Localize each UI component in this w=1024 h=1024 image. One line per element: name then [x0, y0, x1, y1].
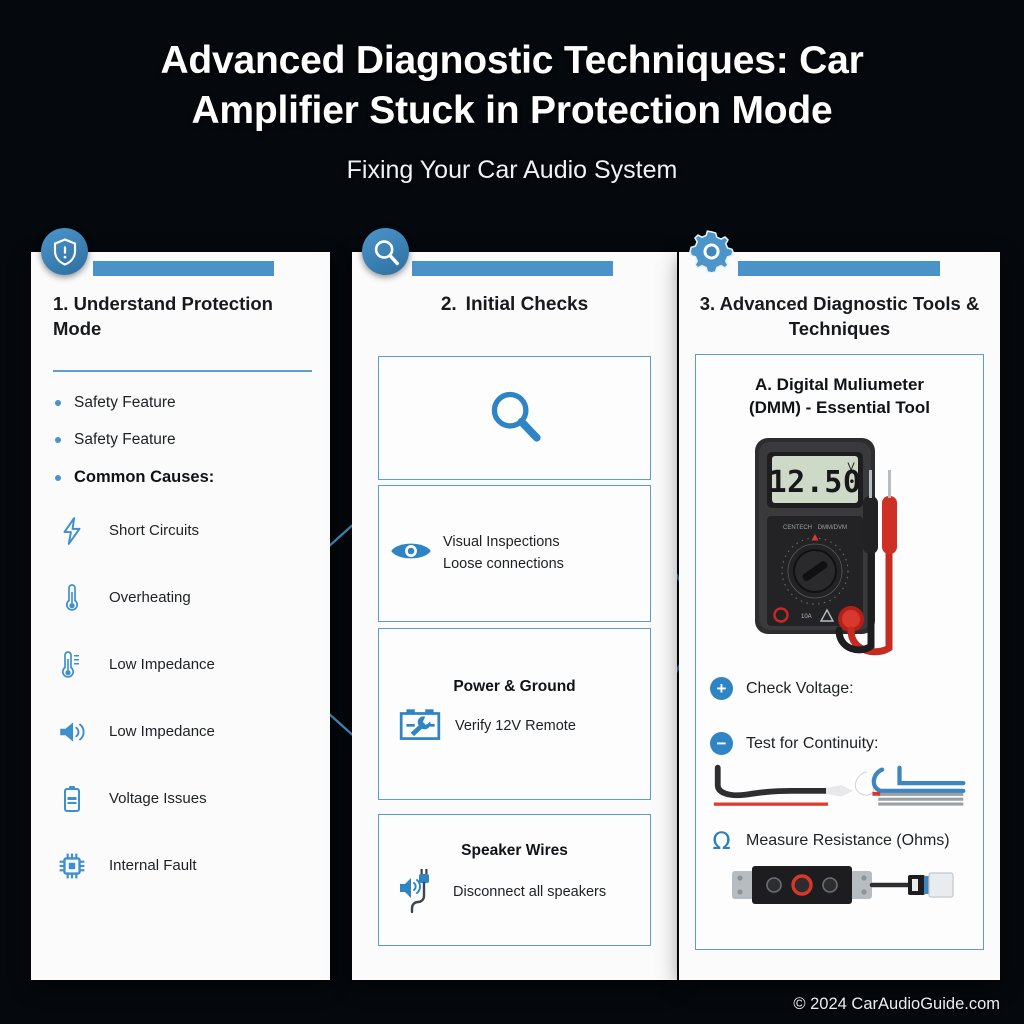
column-understand-protection-mode: 1. Understand Protection Mode Safety Fea…	[31, 228, 330, 980]
dmm-title-line-1: A. Digital Muliumeter	[754, 375, 925, 394]
column-3-heading-line-2: Tools & Techniques	[788, 293, 980, 339]
speaker-volume-icon	[53, 719, 91, 745]
check-text: Visual Inspections Loose connections	[443, 532, 564, 574]
column-2-heading-number: 2.	[440, 294, 457, 315]
bullet-dot-icon	[55, 474, 61, 481]
header: Advanced Diagnostic Techniques: Car Ampl…	[0, 36, 1024, 185]
measurement-label: Check Voltage:	[746, 679, 854, 697]
dmm-display-value: 12.50	[769, 465, 862, 500]
column-accent-bar	[738, 261, 940, 276]
multimeter-illustration: 12.50 V CENTECH DMM/DVM	[696, 434, 983, 666]
measurement-label: Test for Continuity:	[746, 734, 879, 752]
cause-label: Low Impedance	[109, 723, 215, 740]
list-item: Internal Fault	[53, 832, 320, 899]
svg-text:10A: 10A	[801, 614, 812, 620]
lightning-bolt-icon	[53, 516, 91, 545]
thermometer-icon	[53, 583, 91, 613]
minus-circle-icon: −	[710, 732, 733, 755]
gear-icon	[688, 228, 735, 275]
column-1-heading: 1. Understand Protection Mode	[53, 292, 316, 341]
list-item: Voltage Issues	[53, 765, 320, 832]
dmm-panel: A. Digital Muliumeter (DMM) - Essential …	[695, 354, 984, 950]
page-title-line-1: Advanced Diagnostic Techniques: Car	[160, 39, 864, 82]
check-text: Disconnect all speakers	[453, 884, 607, 901]
dmm-measurement-list: + Check Voltage: − Test for Continuity:	[710, 677, 973, 925]
thermometer-lines-icon	[53, 650, 91, 680]
dmm-title: A. Digital Muliumeter (DMM) - Essential …	[696, 373, 983, 420]
column-1-heading-line-2: Mode	[53, 317, 102, 339]
page-title-line-2: Amplifier Stuck in Protection Mode	[191, 88, 833, 132]
column-advanced-diagnostics: 3. Advanced Diagnostic Tools & Technique…	[679, 230, 1000, 980]
dmm-title-line-2: (DMM) - Essential Tool	[748, 398, 930, 418]
list-item: Safety Feature	[55, 394, 318, 412]
list-item: Short Circuits	[53, 497, 320, 564]
bullet-dot-icon	[55, 437, 61, 443]
cause-label: Overheating	[109, 589, 191, 606]
plus-circle-icon: +	[710, 677, 733, 700]
check-line-2: Loose connections	[443, 555, 564, 572]
probe-wires-art	[710, 761, 973, 815]
check-box-visual-inspections: Visual Inspections Loose connections	[378, 485, 651, 622]
bullet-label: Common Causes:	[74, 468, 215, 486]
page-title: Advanced Diagnostic Techniques: Car Ampl…	[0, 36, 1024, 136]
footer-copyright: © 2024 CarAudioGuide.com	[793, 995, 1000, 1013]
dmm-brand-right: DMM/DVM	[818, 525, 847, 531]
list-item: Ω Measure Resistance (Ohms)	[710, 829, 973, 853]
bullet-label: Safety Feature	[74, 394, 176, 411]
cause-label: Voltage Issues	[109, 790, 207, 807]
resistor-block-art	[710, 859, 973, 911]
check-box-magnifier	[378, 356, 651, 480]
dmm-display-unit: V	[847, 461, 855, 473]
cause-label: Short Circuits	[109, 522, 200, 539]
column-3-heading-line-1: 3. Advanced Diagnostic	[699, 293, 908, 314]
chip-icon	[53, 852, 91, 880]
list-item: + Check Voltage:	[710, 677, 973, 700]
divider	[53, 370, 312, 372]
omega-icon: Ω	[712, 827, 731, 855]
bullet-label: Safety Feature	[74, 431, 176, 448]
column-2-heading: 2. Initial Checks	[352, 294, 677, 316]
bullet-dot-icon	[55, 400, 61, 406]
measurement-label: Measure Resistance (Ohms)	[746, 832, 950, 849]
check-heading: Power & Ground	[453, 677, 576, 695]
magnifier-icon	[486, 387, 544, 450]
column-accent-bar	[93, 261, 274, 276]
speaker-plug-icon	[397, 868, 441, 919]
column-accent-bar	[412, 261, 613, 276]
list-item: Overheating	[53, 564, 320, 631]
dmm-brand-left: CENTECH	[783, 525, 812, 531]
eye-icon	[389, 536, 433, 571]
check-box-speaker-wires: Speaker Wires	[378, 814, 651, 946]
column-2-heading-text: Initial Checks	[465, 294, 589, 315]
list-item: − Test for Continuity:	[710, 732, 973, 755]
list-item: Safety Feature	[55, 431, 318, 449]
check-box-power-ground: Power & Ground Veri	[378, 628, 651, 800]
check-text: Verify 12V Remote	[455, 718, 576, 735]
list-item: Common Causes:	[55, 468, 318, 487]
column-initial-checks: 2. Initial Checks	[352, 228, 677, 980]
page-subtitle: Fixing Your Car Audio System	[346, 155, 678, 184]
cause-label: Low Impedance	[109, 656, 215, 673]
battery-icon	[53, 784, 91, 814]
battery-wrench-icon	[397, 704, 443, 751]
column-3-heading: 3. Advanced Diagnostic Tools & Technique…	[689, 292, 990, 342]
cause-label: Internal Fault	[109, 857, 197, 874]
check-heading: Speaker Wires	[461, 841, 568, 859]
shield-alert-icon	[41, 228, 88, 275]
common-causes-list: Short Circuits Overheating	[53, 497, 320, 899]
column-1-heading-line-1: 1. Understand Protection	[53, 293, 273, 314]
bullet-list: Safety Feature Safety Feature Common Cau…	[55, 394, 318, 506]
magnifier-icon	[362, 228, 409, 275]
check-line-1: Visual Inspections	[443, 534, 560, 551]
list-item: Low Impedance	[53, 698, 320, 765]
list-item: Low Impedance	[53, 631, 320, 698]
